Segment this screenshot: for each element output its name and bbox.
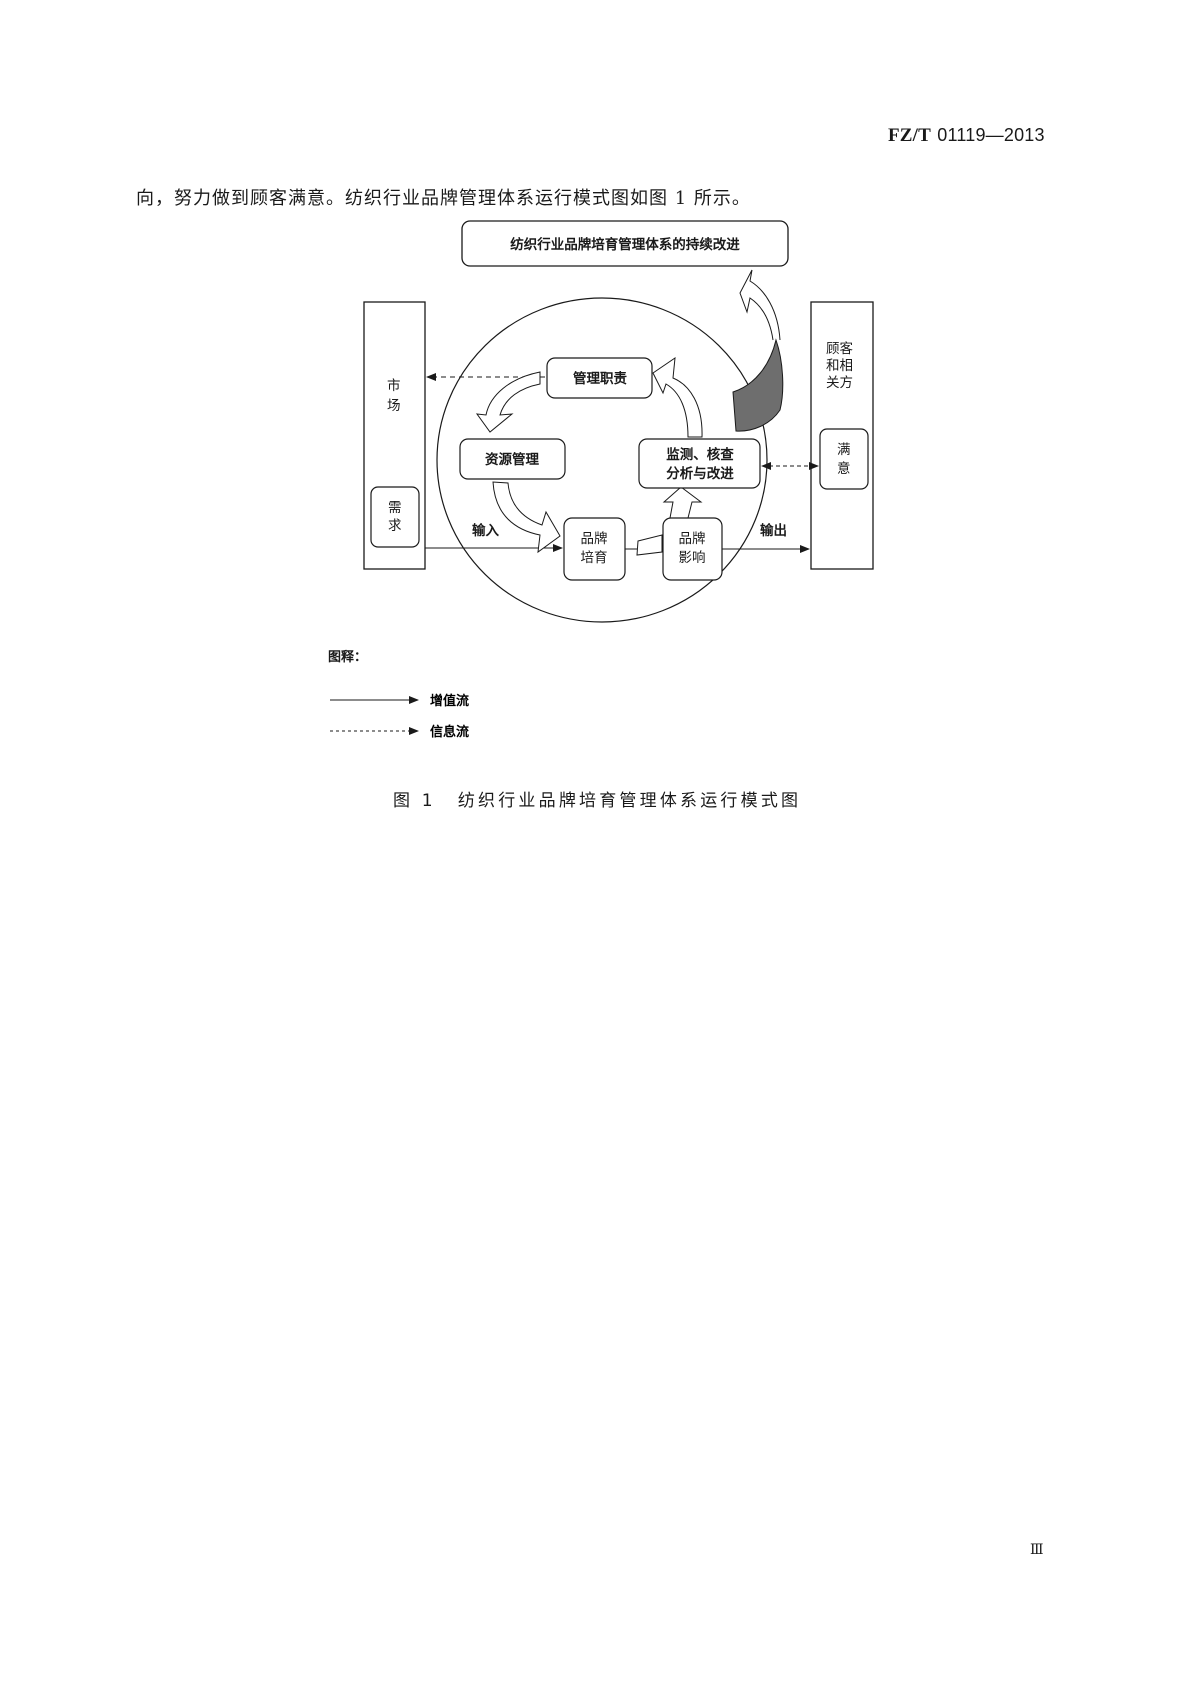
svg-text:管理职责: 管理职责 bbox=[573, 370, 627, 387]
svg-text:分析与改进: 分析与改进 bbox=[666, 465, 734, 482]
cycle-arrow-influence-to-monitoring bbox=[662, 486, 703, 519]
standard-prefix: FZ/T bbox=[888, 125, 932, 146]
node-brand-influence: 品牌 影响 bbox=[662, 517, 723, 581]
figure-caption: 图 1 纺织行业品牌培育管理体系运行模式图 bbox=[393, 786, 801, 811]
cycle-arrow-management-to-resource bbox=[475, 371, 541, 433]
svg-text:和相: 和相 bbox=[826, 358, 853, 374]
svg-text:培育: 培育 bbox=[581, 550, 608, 566]
svg-text:顾客: 顾客 bbox=[826, 340, 854, 357]
svg-text:资源管理: 资源管理 bbox=[485, 451, 539, 468]
svg-text:求: 求 bbox=[388, 518, 402, 534]
legend-label-info-flow: 信息流 bbox=[430, 724, 469, 740]
system-circle bbox=[436, 297, 768, 623]
svg-text:品牌: 品牌 bbox=[679, 530, 706, 547]
market-bar: 市 场 需 求 bbox=[363, 301, 426, 570]
legend-label-value-flow: 增值流 bbox=[430, 693, 469, 709]
standard-code: FZ/T 01119—2013 bbox=[888, 124, 1045, 147]
svg-text:影响: 影响 bbox=[679, 550, 706, 566]
customer-bar: 顾客 和相 关方 满 意 bbox=[810, 301, 874, 570]
cycle-arrow-monitoring-to-management bbox=[652, 356, 703, 438]
svg-text:需: 需 bbox=[388, 500, 402, 516]
continuous-improvement-label: 纺织行业品牌培育管理体系的持续改进 bbox=[510, 236, 740, 253]
svg-text:满: 满 bbox=[837, 442, 851, 458]
node-management-responsibility: 管理职责 bbox=[546, 357, 653, 399]
standard-number: 01119—2013 bbox=[937, 125, 1045, 145]
figure-number: 图 1 bbox=[393, 791, 436, 811]
output-label: 输出 bbox=[760, 522, 787, 539]
node-resource-management: 资源管理 bbox=[459, 438, 566, 480]
feedback-arrow-outline bbox=[739, 269, 781, 341]
svg-text:意: 意 bbox=[837, 460, 851, 477]
node-monitoring-analysis: 监测、核查 分析与改进 bbox=[638, 438, 761, 489]
legend-title: 图释： bbox=[328, 650, 368, 665]
svg-text:关方: 关方 bbox=[826, 375, 853, 391]
continuous-improvement-box: 纺织行业品牌培育管理体系的持续改进 bbox=[461, 220, 789, 267]
cycle-arrow-resource-to-cultivation bbox=[492, 481, 561, 554]
node-brand-cultivation: 品牌 培育 bbox=[563, 517, 626, 581]
page-number: Ⅲ bbox=[1030, 1542, 1044, 1558]
svg-text:市: 市 bbox=[387, 377, 401, 394]
demand-box bbox=[370, 486, 420, 548]
cycle-arrow-cultivation-to-influence bbox=[636, 534, 663, 556]
svg-text:监测、核查: 监测、核查 bbox=[666, 446, 734, 463]
svg-text:场: 场 bbox=[387, 398, 401, 414]
input-label: 输入 bbox=[472, 522, 499, 539]
feedback-arrow-shaded bbox=[732, 338, 784, 432]
body-paragraph: 向，努力做到顾客满意。纺织行业品牌管理体系运行模式图如图 1 所示。 bbox=[136, 188, 751, 209]
svg-text:品牌: 品牌 bbox=[581, 530, 608, 547]
figure-title: 纺织行业品牌培育管理体系运行模式图 bbox=[457, 791, 802, 811]
satisfaction-box bbox=[819, 428, 869, 490]
